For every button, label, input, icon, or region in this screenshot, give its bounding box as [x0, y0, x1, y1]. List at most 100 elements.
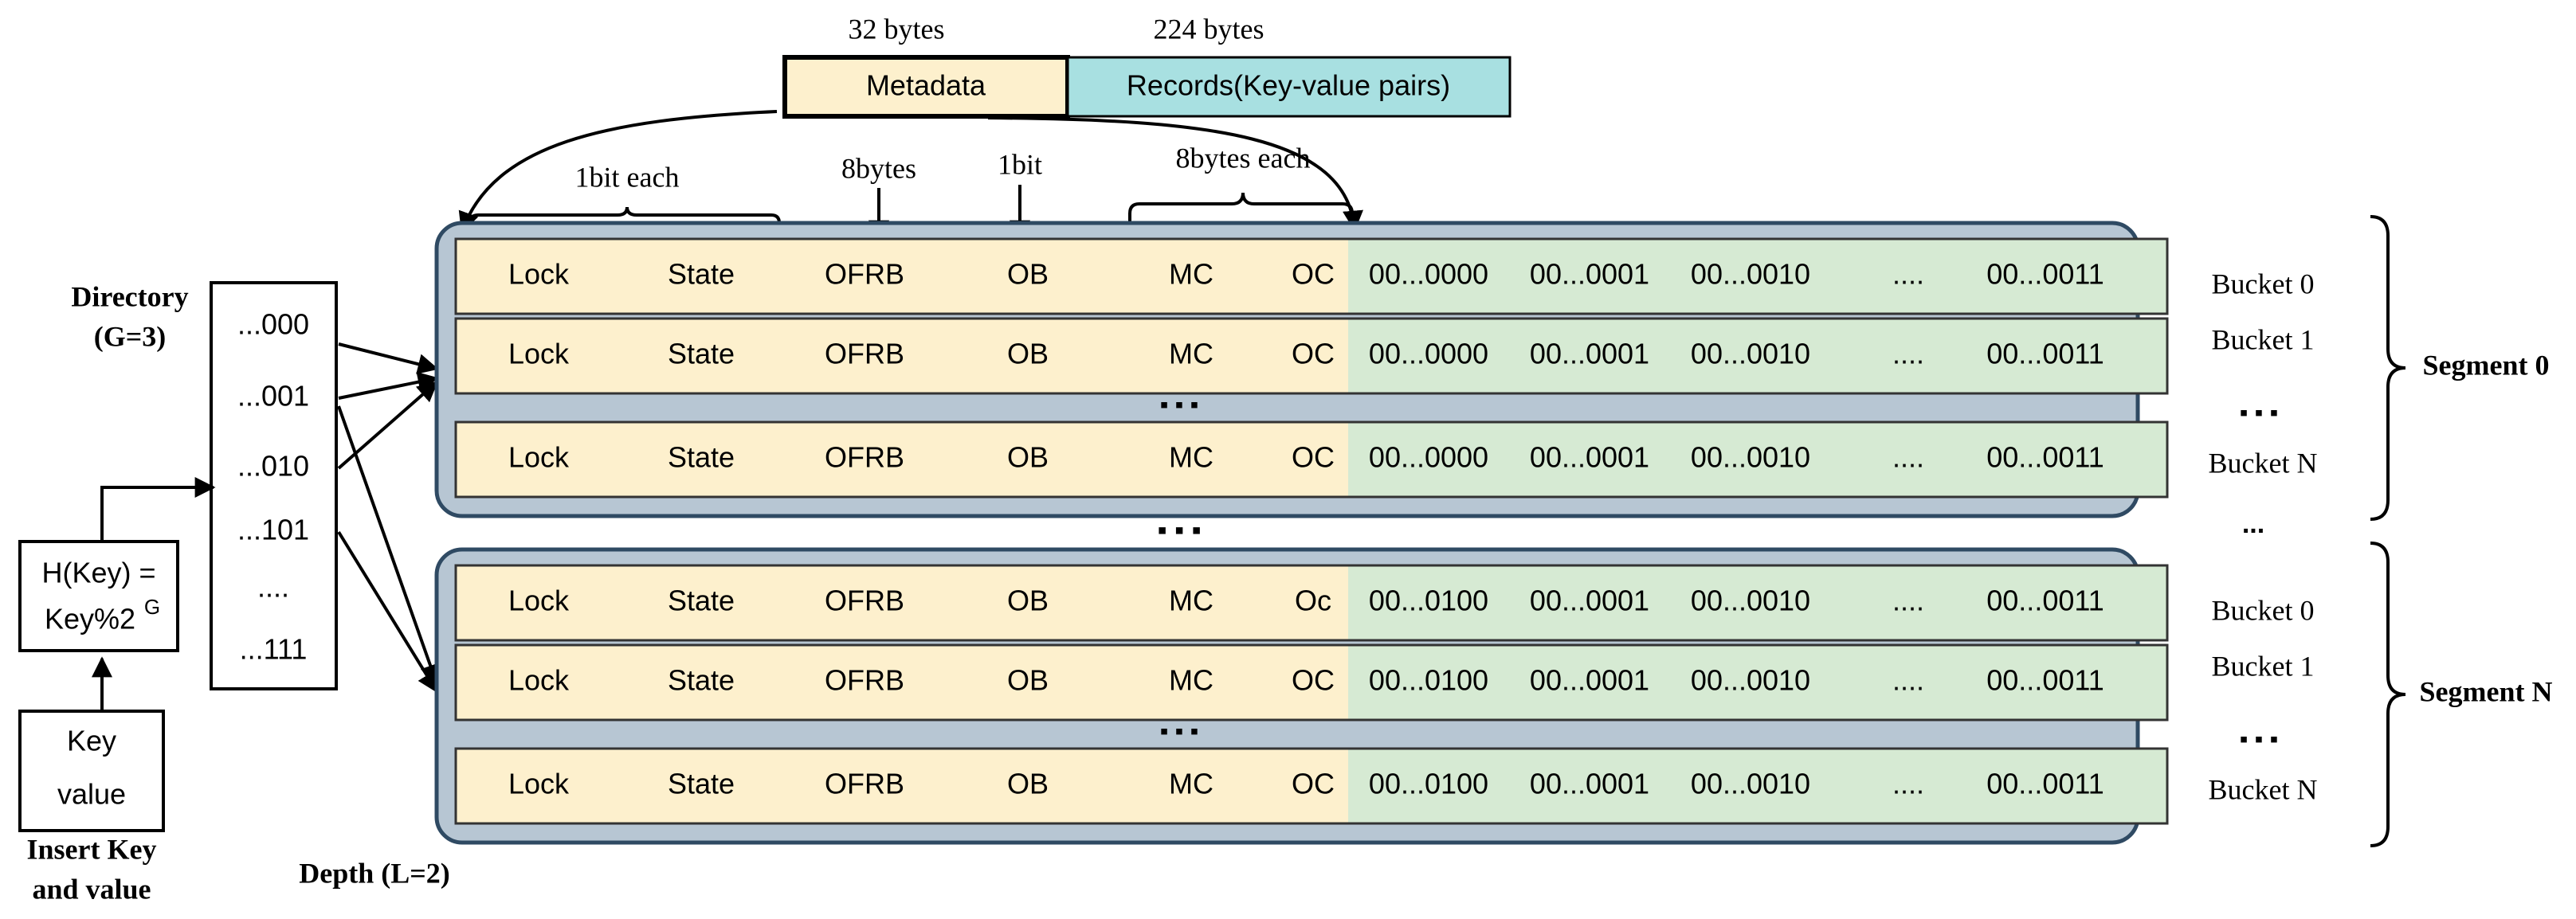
- directory-entry: ...000: [237, 308, 309, 341]
- bucket-label: Bucket 1: [2212, 650, 2315, 682]
- bucket-label: Bucket 1: [2212, 323, 2315, 355]
- directory-entry: ....: [257, 571, 289, 604]
- field-annotations: 1bit each 8bytes 1bit 8bytes each: [469, 142, 1354, 241]
- metadata-field: Lock: [508, 441, 570, 474]
- record-slot: 00...0011: [1986, 768, 2104, 800]
- record-slot: 00...0001: [1530, 441, 1649, 474]
- metadata-box: [782, 55, 1070, 119]
- bucket-outline: [454, 420, 2169, 499]
- record-slot: 00...0000: [1369, 441, 1488, 474]
- metadata-field: OB: [1007, 585, 1049, 617]
- metadata-field: OFRB: [825, 441, 904, 474]
- hash-function: H(Key) = Key%2 G: [18, 540, 179, 652]
- expand-left-arrow: [458, 110, 778, 233]
- metadata-field: Lock: [508, 258, 570, 291]
- record-slot: 00...0010: [1691, 664, 1810, 697]
- bucket-label: Bucket N: [2209, 773, 2318, 805]
- record-slot: ....: [1892, 768, 1924, 800]
- record-slot: 00...0001: [1530, 338, 1649, 370]
- directory-box: [210, 281, 338, 690]
- metadata-field: OB: [1007, 768, 1049, 800]
- metadata-field: MC: [1169, 664, 1214, 697]
- local-depth-label: Depth (L=2): [299, 857, 450, 889]
- metadata-label: Metadata: [866, 69, 986, 102]
- bucket-label: Bucket 0: [2212, 268, 2315, 299]
- metadata-field: Lock: [508, 768, 570, 800]
- records-label: Records(Key-value pairs): [1127, 69, 1450, 102]
- bucket-record-cells: [1348, 239, 2167, 314]
- one-bit-each-brace: [469, 206, 781, 236]
- bucket-labels-ellipsis: ▪ ▪ ▪: [2240, 726, 2279, 753]
- metadata-field: Lock: [508, 664, 570, 697]
- bucket-metadata-cells: [456, 749, 1348, 823]
- key-value-input: Key value Insert Key and value: [18, 710, 165, 905]
- directory: Directory (G=3) ...000...001...010...101…: [71, 280, 449, 889]
- metadata-field: Lock: [508, 585, 570, 617]
- bucket-rows-ellipsis: ▪ ▪ ▪: [1160, 718, 1199, 745]
- hash-formula-line1: H(Key) =: [41, 557, 155, 589]
- metadata-field: MC: [1169, 768, 1214, 800]
- one-bit-label: 1bit: [998, 148, 1042, 180]
- metadata-field: OB: [1007, 664, 1049, 697]
- key-value-box: [18, 710, 165, 832]
- metadata-field: OFRB: [825, 338, 904, 370]
- pointer-101-segmentN: [337, 530, 438, 694]
- bucket-record-cells: [1348, 422, 2167, 497]
- bucket-outline: [454, 564, 2169, 642]
- pointer-001-segmentN: [337, 405, 441, 686]
- record-slot: 00...0001: [1530, 585, 1649, 617]
- bucket-metadata-cells: [456, 319, 1348, 393]
- record-slot: 00...0001: [1530, 664, 1649, 697]
- records-size-label: 224 bytes: [1154, 13, 1264, 45]
- metadata-field: OFRB: [825, 258, 904, 291]
- record-slot: 00...0001: [1530, 258, 1649, 291]
- hash-formula-line2: Key%2: [45, 603, 135, 635]
- record-slot: 00...0010: [1691, 585, 1810, 617]
- record-slot: 00...0011: [1986, 585, 2104, 617]
- record-slot: 00...0100: [1369, 585, 1488, 617]
- directory-entry: ...101: [237, 514, 309, 546]
- record-slot: 00...0100: [1369, 768, 1488, 800]
- bucket-record-cells: [1348, 319, 2167, 393]
- directory-entries: ...000...001...010...101.......111: [237, 308, 309, 666]
- record-slot: 00...0011: [1986, 258, 2104, 291]
- one-bit-each-label: 1bit each: [575, 161, 680, 193]
- bucket-outline: [454, 317, 2169, 395]
- record-slot: 00...0011: [1986, 441, 2104, 474]
- segment-brace: [2370, 542, 2406, 847]
- record-slot: ....: [1892, 338, 1924, 370]
- metadata-field: MC: [1169, 338, 1214, 370]
- directory-entry: ...111: [240, 633, 308, 666]
- metadata-field: MC: [1169, 258, 1214, 291]
- bucket-rows-ellipsis: ▪ ▪ ▪: [1160, 392, 1199, 418]
- between-segments-ellipsis: ▪ ▪ ▪: [1157, 515, 1201, 546]
- directory-title: Directory: [71, 280, 188, 312]
- record-slot: 00...0011: [1986, 338, 2104, 370]
- bucket-label: Bucket 0: [2212, 594, 2315, 626]
- metadata-field: State: [668, 768, 735, 800]
- record-slot: 00...0010: [1691, 338, 1810, 370]
- bucket-layout-header: 32 bytes 224 bytes Metadata Records(Key-…: [782, 13, 1511, 119]
- metadata-field: OC: [1292, 258, 1335, 291]
- directory-global-depth: (G=3): [94, 320, 167, 352]
- bucket-record-cells: [1348, 749, 2167, 823]
- metadata-field: State: [668, 585, 735, 617]
- bucket-metadata-cells: [456, 565, 1348, 640]
- bucket-metadata-cells: [456, 422, 1348, 497]
- record-slot: ....: [1892, 585, 1924, 617]
- metadata-field: OFRB: [825, 585, 904, 617]
- eight-bytes-each-label: 8bytes each: [1176, 142, 1311, 174]
- metadata-size-label: 32 bytes: [849, 13, 945, 45]
- bucket-record-cells: [1348, 565, 2167, 640]
- metadata-field: Lock: [508, 338, 570, 370]
- records-box: [1066, 56, 1511, 118]
- bucket-metadata-cells: [456, 645, 1348, 720]
- metadata-field: OFRB: [825, 664, 904, 697]
- directory-pointers: [337, 342, 441, 694]
- bucket-outline: [454, 747, 2169, 825]
- record-slot: 00...0000: [1369, 258, 1488, 291]
